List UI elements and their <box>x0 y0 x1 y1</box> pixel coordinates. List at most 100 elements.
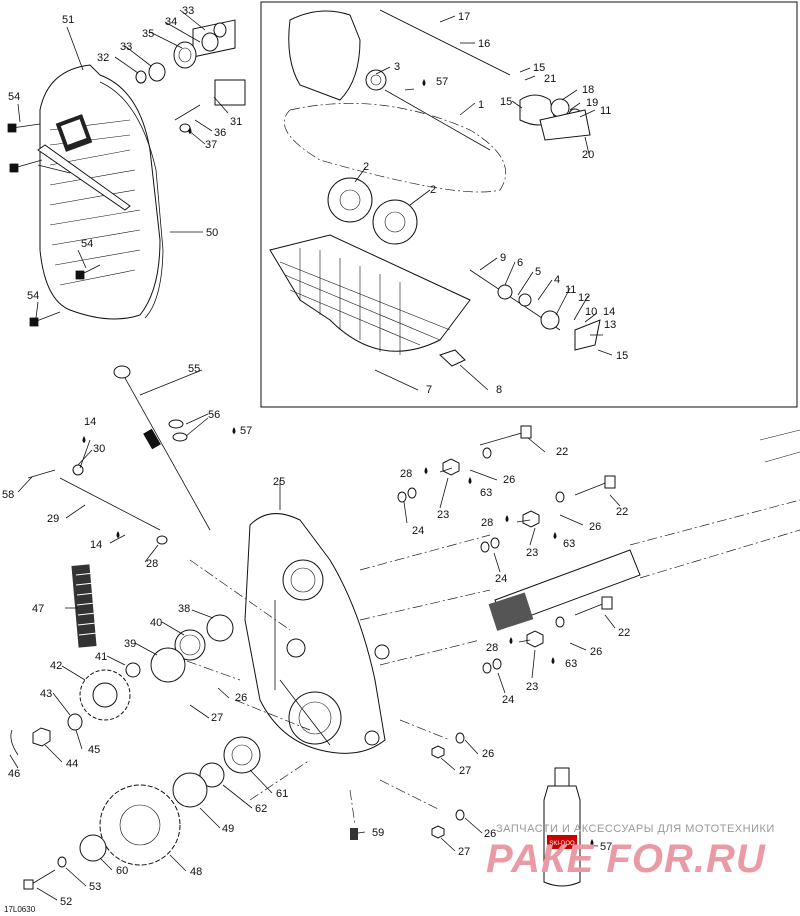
callout-4: 4 <box>554 274 560 286</box>
bearing-group <box>135 19 246 133</box>
tensioner-shaft <box>27 464 168 545</box>
bolts-54 <box>7 123 101 327</box>
callout-63: 63 <box>563 538 575 550</box>
lube-drops <box>82 79 594 846</box>
callout-15: 15 <box>500 96 512 108</box>
callout-62: 62 <box>255 803 267 815</box>
callout-60: 60 <box>116 865 128 877</box>
callout-24: 24 <box>495 573 507 585</box>
callout-26: 26 <box>235 692 247 704</box>
callout-3: 3 <box>394 61 400 73</box>
callout-22: 22 <box>556 446 568 458</box>
callout-15: 15 <box>616 350 628 362</box>
callout-27: 27 <box>459 765 471 777</box>
centerlines <box>169 534 491 826</box>
track-drive-group <box>269 9 601 367</box>
callout-24: 24 <box>412 525 424 537</box>
washers-24 <box>397 447 565 821</box>
callout-15: 15 <box>533 62 545 74</box>
callout-27: 27 <box>458 846 470 858</box>
callout-9: 9 <box>500 252 506 264</box>
callout-22: 22 <box>616 506 628 518</box>
callout-45: 45 <box>88 744 100 756</box>
callout-44: 44 <box>66 758 78 770</box>
callout-26: 26 <box>590 646 602 658</box>
callout-52: 52 <box>60 896 72 908</box>
callout-7: 7 <box>426 384 432 396</box>
callout-55: 55 <box>188 363 200 375</box>
oil-bottle: SKI-DOO <box>543 767 581 887</box>
dipstick <box>113 365 211 531</box>
callout-51: 51 <box>62 14 74 26</box>
driveshaft <box>488 429 800 631</box>
callout-56: 56 <box>208 409 220 421</box>
callout-23: 23 <box>526 547 538 559</box>
callout-28: 28 <box>400 468 412 480</box>
callout-43: 43 <box>40 688 52 700</box>
callout-53: 53 <box>89 881 101 893</box>
callout-26: 26 <box>484 828 496 840</box>
chaincase-housing <box>244 513 390 754</box>
callout-34: 34 <box>165 16 177 28</box>
callout-25: 25 <box>273 476 285 488</box>
callout-33: 33 <box>120 41 132 53</box>
callout-16: 16 <box>478 38 490 50</box>
callout-61: 61 <box>276 788 288 800</box>
callout-54: 54 <box>27 290 39 302</box>
callout-10: 10 <box>585 306 597 318</box>
callout-22: 22 <box>618 627 630 639</box>
callout-21: 21 <box>544 73 556 85</box>
callout-20: 20 <box>582 149 594 161</box>
callout-2: 2 <box>430 184 436 196</box>
callout-14: 14 <box>90 539 102 551</box>
callout-36: 36 <box>214 127 226 139</box>
callout-1: 1 <box>478 99 484 111</box>
callout-42: 42 <box>50 660 62 672</box>
inset-frame <box>260 1 798 408</box>
callout-57: 57 <box>600 841 612 853</box>
callout-46: 46 <box>8 768 20 780</box>
callout-38: 38 <box>178 603 190 615</box>
callout-27: 27 <box>211 712 223 724</box>
callout-54: 54 <box>81 238 93 250</box>
callout-8: 8 <box>496 384 502 396</box>
callout-19: 19 <box>586 97 598 109</box>
bottle-label: SKI-DOO <box>549 841 575 847</box>
callout-63: 63 <box>565 658 577 670</box>
callout-24: 24 <box>502 694 514 706</box>
callout-57: 57 <box>436 76 448 88</box>
callout-30: 30 <box>93 443 105 455</box>
callout-28: 28 <box>146 558 158 570</box>
callout-49: 49 <box>222 823 234 835</box>
watermark-brand: РАКЕ FOR.RU <box>486 837 766 881</box>
callout-labels: 51 54 54 54 50 33 34 35 33 32 31 36 37 1… <box>2 5 630 908</box>
callout-11: 11 <box>600 105 611 117</box>
gears-bearings <box>10 614 358 890</box>
callout-58: 58 <box>2 489 14 501</box>
callout-32: 32 <box>97 52 109 64</box>
callout-26: 26 <box>482 748 494 760</box>
callout-17: 17 <box>458 11 470 23</box>
callout-40: 40 <box>150 617 162 629</box>
watermark-tagline: ЗАПЧАСТИ И АКСЕССУАРЫ ДЛЯ МОТОТЕХНИКИ <box>496 823 775 835</box>
callout-48: 48 <box>190 866 202 878</box>
callout-6: 6 <box>517 257 523 269</box>
callout-63: 63 <box>480 487 492 499</box>
callout-41: 41 <box>95 651 107 663</box>
nuts-23 <box>431 458 544 839</box>
callout-26: 26 <box>589 521 601 533</box>
callout-29: 29 <box>47 513 59 525</box>
bolts-22 <box>479 425 616 616</box>
callout-13: 13 <box>604 319 616 331</box>
callout-59: 59 <box>372 827 384 839</box>
watermark: ЗАПЧАСТИ И АКСЕССУАРЫ ДЛЯ МОТОТЕХНИКИ РА… <box>486 823 775 881</box>
callout-26: 26 <box>503 474 515 486</box>
callout-23: 23 <box>526 681 538 693</box>
o-rings-56 <box>168 419 188 442</box>
callout-50: 50 <box>206 227 218 239</box>
callout-35: 35 <box>142 28 154 40</box>
callout-23: 23 <box>437 509 449 521</box>
callout-33: 33 <box>182 5 194 17</box>
chain-47 <box>71 564 98 648</box>
